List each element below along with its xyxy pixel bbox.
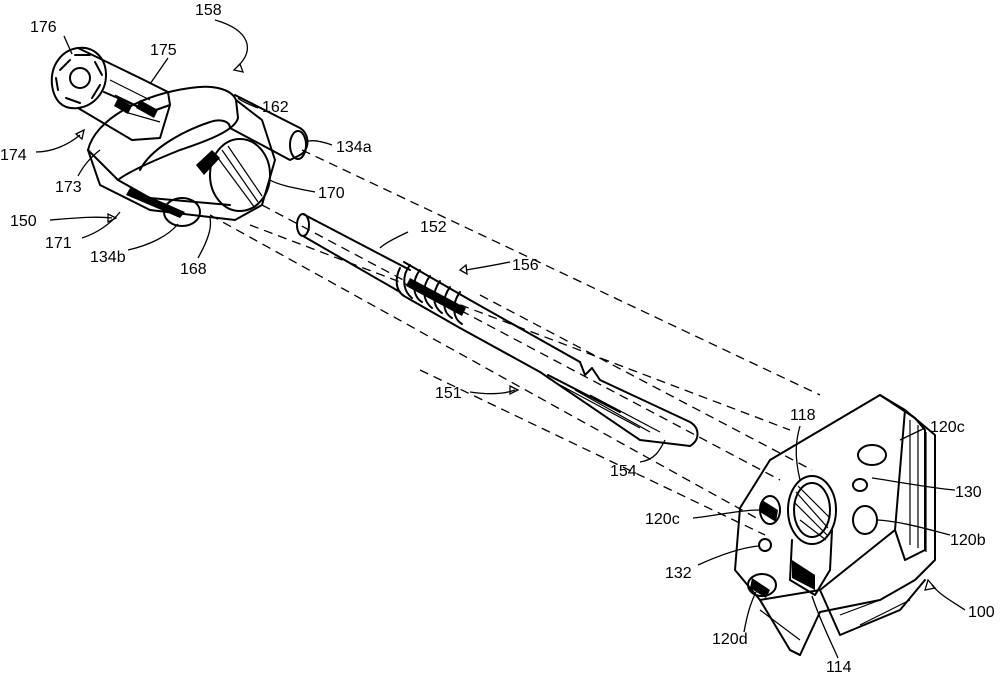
label-114: 114	[826, 659, 852, 675]
label-120d: 120d	[712, 631, 748, 648]
label-120c-left: 120c	[645, 511, 680, 528]
label-168: 168	[180, 261, 207, 278]
shaft-152	[297, 214, 698, 446]
label-158: 158	[195, 2, 222, 19]
label-100: 100	[968, 604, 995, 621]
label-151: 151	[435, 385, 462, 402]
label-118: 118	[790, 407, 816, 424]
label-120b: 120b	[950, 532, 986, 549]
label-120c-top: 120c	[930, 419, 965, 436]
leader-lines	[36, 20, 965, 658]
label-134b: 134b	[90, 249, 126, 266]
label-171: 171	[45, 235, 72, 252]
alignment-lines	[210, 150, 820, 535]
handle-assembly	[52, 48, 308, 226]
label-156: 156	[512, 257, 539, 274]
label-152: 152	[420, 219, 447, 236]
label-175: 175	[150, 42, 177, 59]
label-174: 174	[0, 147, 27, 164]
block-100	[735, 395, 935, 655]
label-170: 170	[318, 185, 345, 202]
knob-176	[52, 48, 170, 140]
label-162: 162	[262, 99, 289, 116]
label-132: 132	[665, 565, 692, 582]
label-154: 154	[610, 463, 637, 480]
label-173: 173	[55, 179, 82, 196]
label-134a: 134a	[336, 139, 372, 156]
label-150: 150	[10, 213, 37, 230]
label-130: 130	[955, 484, 982, 501]
label-176: 176	[30, 19, 57, 36]
